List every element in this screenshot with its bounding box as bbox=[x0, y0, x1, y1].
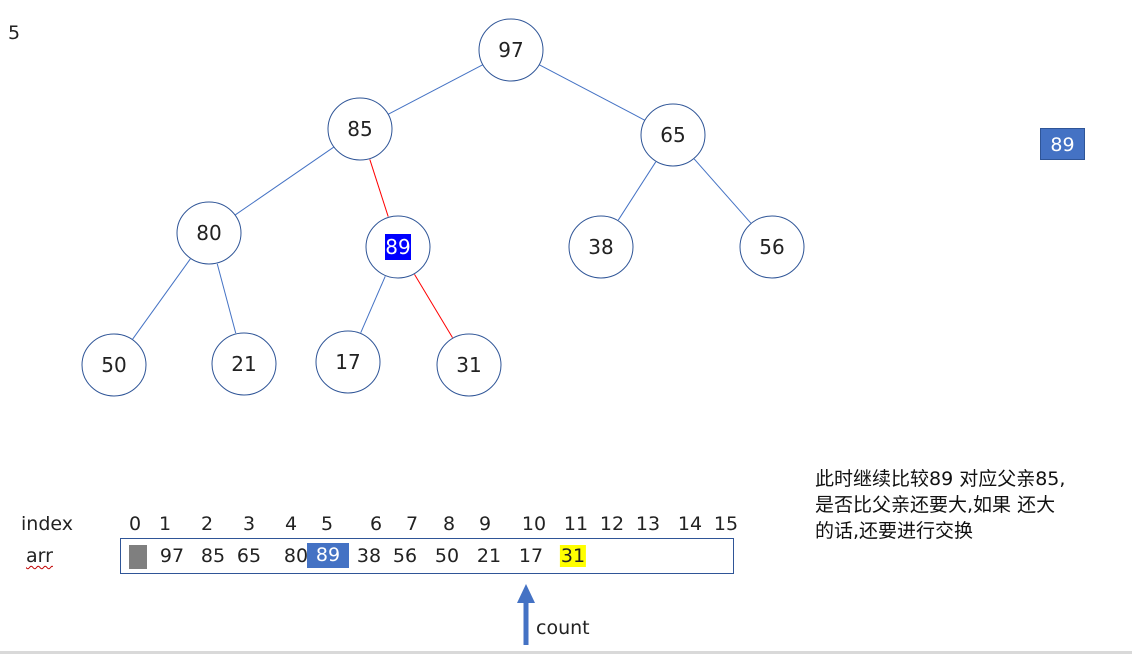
tree-edge-89-17 bbox=[360, 276, 386, 333]
tree-edge-65-38 bbox=[617, 161, 657, 221]
tree-edge-65-56 bbox=[693, 158, 752, 224]
index-4: 4 bbox=[284, 513, 298, 535]
index-13: 13 bbox=[635, 513, 661, 535]
tree-edge-97-65 bbox=[539, 64, 645, 121]
array-cell-3: 65 bbox=[236, 545, 262, 567]
note-line-3: 的话,还要进行交换 bbox=[815, 520, 974, 542]
tree-node-label-97: 97 bbox=[498, 38, 523, 62]
tree-node-label-56: 56 bbox=[759, 235, 784, 259]
tree-edge-85-89 bbox=[369, 159, 389, 217]
index-1: 1 bbox=[158, 513, 172, 535]
tree-node-label-85: 85 bbox=[347, 117, 372, 141]
current-value-badge: 89 bbox=[1040, 128, 1085, 160]
index-2: 2 bbox=[200, 513, 214, 535]
array-cell-10: 17 bbox=[518, 545, 544, 567]
tree-node-label-65: 65 bbox=[660, 123, 685, 147]
tree-node-21 bbox=[211, 332, 277, 396]
tree-edge-85-80 bbox=[235, 146, 334, 216]
array-cell-8: 50 bbox=[434, 545, 460, 567]
index-7: 7 bbox=[405, 513, 419, 535]
tree-edge-80-21 bbox=[216, 263, 237, 334]
note-line-2: 是否比父亲还要大,如果 还大 bbox=[815, 494, 1056, 516]
tree-node-label-50: 50 bbox=[101, 353, 126, 377]
array-cell-6: 38 bbox=[356, 545, 382, 567]
tree-node-56 bbox=[739, 215, 805, 279]
tree-node-31 bbox=[436, 333, 502, 397]
tree-node-label-17: 17 bbox=[335, 350, 360, 374]
step-number: 5 bbox=[8, 22, 21, 44]
index-11: 11 bbox=[563, 513, 589, 535]
tree-node-label-80: 80 bbox=[196, 221, 221, 245]
array-cell-9: 21 bbox=[476, 545, 502, 567]
array-cell-5-highlighted: 89 bbox=[307, 543, 349, 568]
array-cell-1: 97 bbox=[159, 545, 185, 567]
array-box bbox=[120, 538, 734, 574]
tree-node-17 bbox=[315, 330, 381, 394]
tree-node-highlight-89 bbox=[385, 234, 411, 260]
index-8: 8 bbox=[442, 513, 456, 535]
tree-node-38 bbox=[568, 215, 634, 279]
tree-node-65 bbox=[640, 103, 706, 167]
index-9: 9 bbox=[478, 513, 492, 535]
bottom-divider bbox=[0, 651, 1132, 654]
index-14: 14 bbox=[677, 513, 703, 535]
index-5: 5 bbox=[320, 513, 334, 535]
arr-row-label: arr bbox=[26, 545, 53, 567]
array-cell-0-empty bbox=[129, 545, 147, 569]
tree-node-label-21: 21 bbox=[231, 352, 256, 376]
tree-edge-89-31 bbox=[414, 274, 453, 338]
tree-node-label-31: 31 bbox=[456, 353, 481, 377]
tree-node-label-38: 38 bbox=[588, 235, 613, 259]
tree-edge-97-85 bbox=[388, 64, 483, 115]
index-10: 10 bbox=[521, 513, 547, 535]
count-pointer-label: count bbox=[536, 617, 590, 639]
tree-edge-80-50 bbox=[132, 258, 191, 340]
index-12: 12 bbox=[599, 513, 625, 535]
tree-node-label-89: 89 bbox=[385, 235, 410, 259]
index-0: 0 bbox=[128, 513, 142, 535]
index-6: 6 bbox=[369, 513, 383, 535]
array-cell-7: 56 bbox=[392, 545, 418, 567]
count-arrow-head bbox=[517, 584, 535, 603]
tree-node-85 bbox=[327, 97, 393, 161]
array-cell-4: 80 bbox=[283, 545, 309, 567]
array-cell-11-highlighted: 31 bbox=[559, 545, 587, 567]
tree-node-80 bbox=[176, 201, 242, 265]
tree-node-50 bbox=[81, 333, 147, 397]
index-row-label: index bbox=[21, 513, 73, 535]
index-15: 15 bbox=[713, 513, 739, 535]
explanation-note: 此时继续比较89 对应父亲85, 是否比父亲还要大,如果 还大 的话,还要进行交… bbox=[815, 466, 1065, 544]
note-line-1: 此时继续比较89 对应父亲85, bbox=[815, 468, 1066, 490]
index-3: 3 bbox=[242, 513, 256, 535]
tree-node-97 bbox=[478, 18, 544, 82]
array-cell-2: 85 bbox=[200, 545, 226, 567]
